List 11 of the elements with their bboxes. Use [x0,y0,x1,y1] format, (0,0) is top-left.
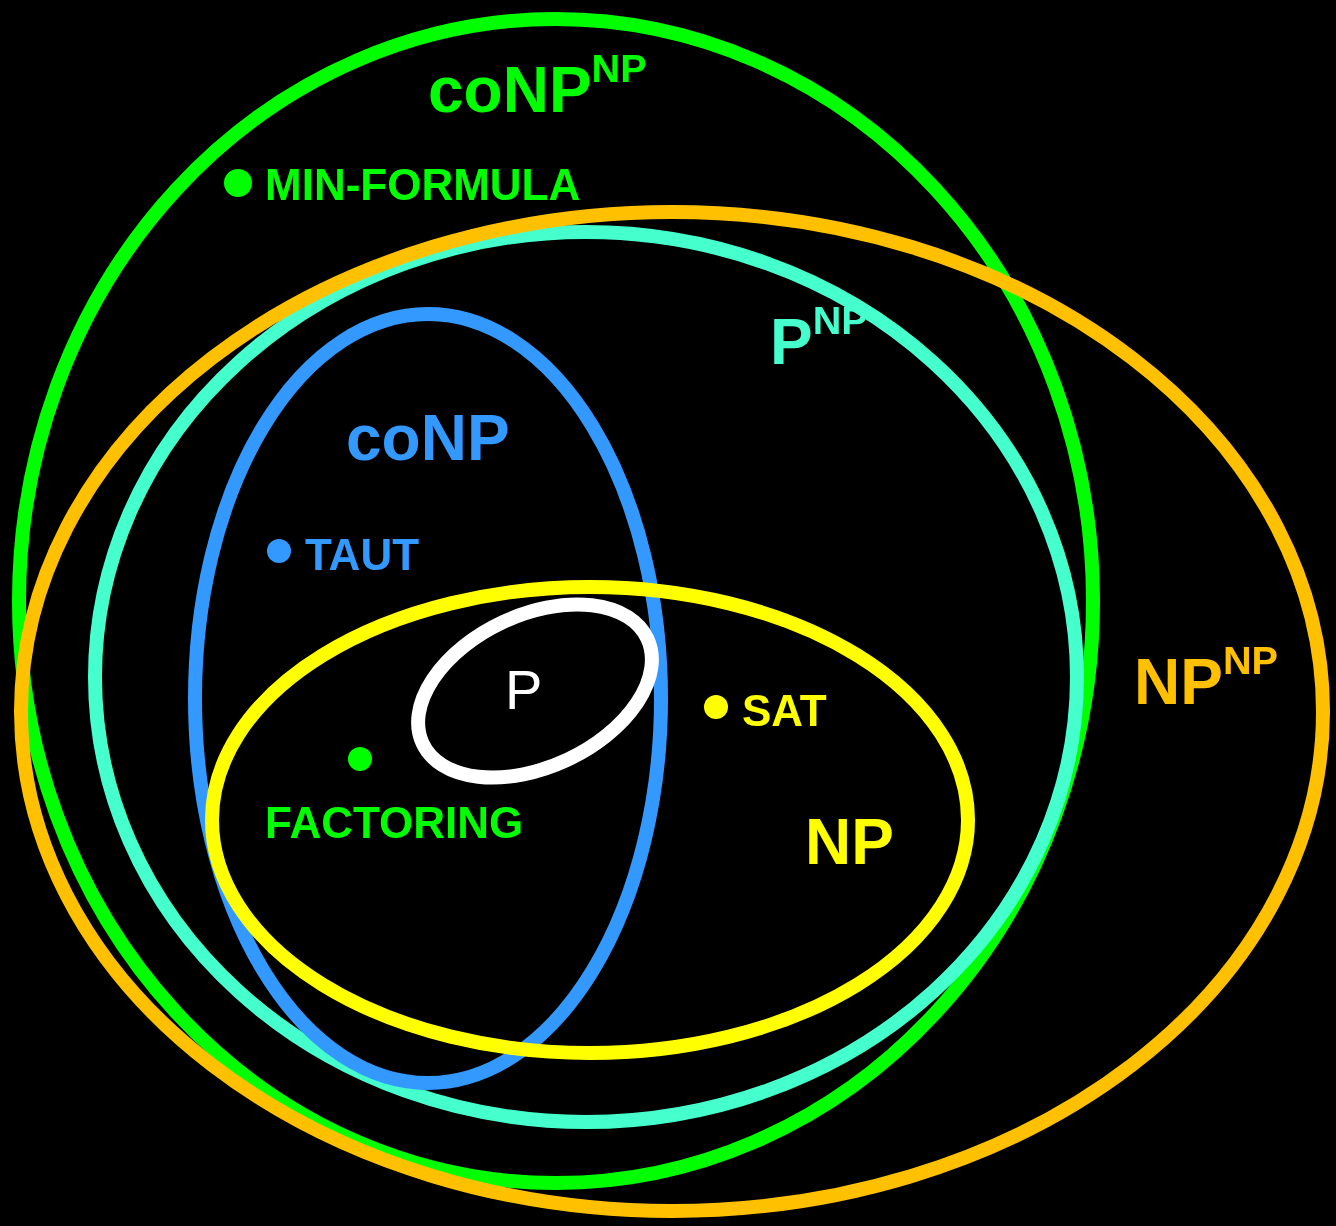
set-ellipse [88,225,1084,1129]
set-ellipse [205,580,975,1060]
class-label: NP [805,810,894,874]
problem-label: SAT [742,689,827,733]
problem-label: MIN-FORMULA [265,163,581,207]
problem-label: TAUT [305,533,420,577]
set-ellipse [188,307,668,1090]
problem-label: FACTORING [265,801,524,845]
set-ellipse [12,12,1100,1190]
set-ellipse [14,205,1330,1218]
class-label: coNP [346,406,510,470]
